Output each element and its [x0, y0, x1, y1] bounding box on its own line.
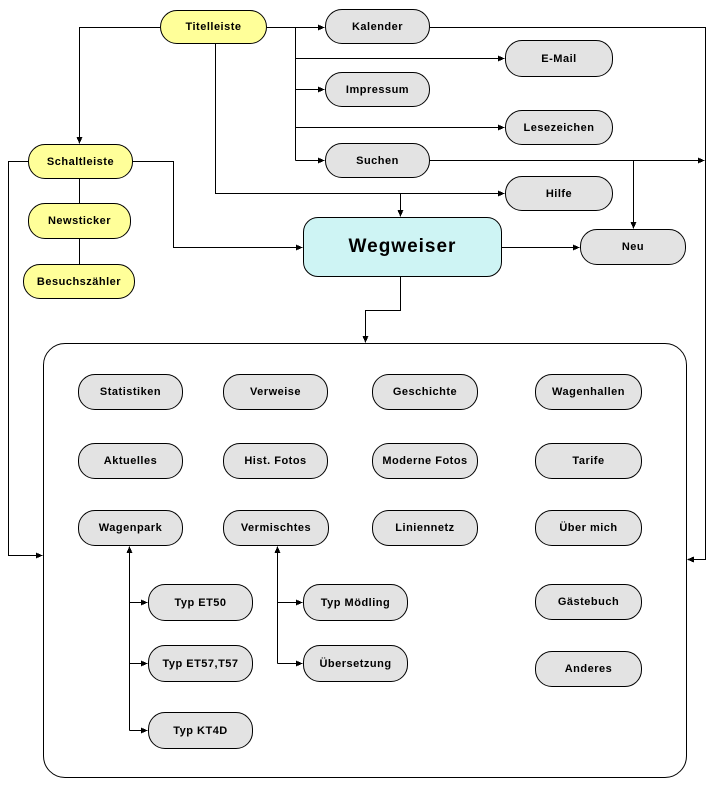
node-lesezeichen[interactable]: Lesezeichen	[505, 110, 613, 145]
node-vermischtes[interactable]: Vermischtes	[223, 510, 329, 546]
node-wagenpark[interactable]: Wagenpark	[78, 510, 183, 546]
node-typ-moedling[interactable]: Typ Mödling	[303, 584, 408, 621]
node-geschichte[interactable]: Geschichte	[372, 374, 478, 410]
node-hilfe[interactable]: Hilfe	[505, 176, 613, 211]
node-typ-et50[interactable]: Typ ET50	[148, 584, 253, 621]
node-newsticker[interactable]: Newsticker	[28, 203, 131, 239]
edge-schaltleiste-wegweiser	[133, 161, 303, 251]
node-typ-et57-t57[interactable]: Typ ET57,T57	[148, 645, 253, 682]
node-schaltleiste[interactable]: Schaltleiste	[28, 144, 133, 179]
node-anderes[interactable]: Anderes	[535, 651, 642, 687]
node-aktuelles[interactable]: Aktuelles	[78, 443, 183, 479]
node-uebersetzung[interactable]: Übersetzung	[303, 645, 408, 682]
node-moderne-fotos[interactable]: Moderne Fotos	[372, 443, 478, 479]
node-statistiken[interactable]: Statistiken	[78, 374, 183, 410]
node-liniennetz[interactable]: Liniennetz	[372, 510, 478, 546]
edge-titelleiste-schaltleiste	[76, 27, 160, 144]
node-email[interactable]: E-Mail	[505, 40, 613, 77]
node-impressum[interactable]: Impressum	[325, 72, 430, 107]
node-titelleiste[interactable]: Titelleiste	[160, 10, 267, 44]
node-suchen[interactable]: Suchen	[325, 143, 430, 178]
node-gaestebuch[interactable]: Gästebuch	[535, 584, 642, 620]
node-verweise[interactable]: Verweise	[223, 374, 328, 410]
node-ueber-mich[interactable]: Über mich	[535, 510, 642, 546]
node-tarife[interactable]: Tarife	[535, 443, 642, 479]
node-besuchszaehler[interactable]: Besuchszähler	[23, 264, 135, 299]
edge-wegweiser-container	[362, 277, 401, 343]
node-typ-kt4d[interactable]: Typ KT4D	[148, 712, 253, 749]
node-neu[interactable]: Neu	[580, 229, 686, 265]
node-wegweiser[interactable]: Wegweiser	[303, 217, 502, 277]
node-wagenhallen[interactable]: Wagenhallen	[535, 374, 642, 410]
node-kalender[interactable]: Kalender	[325, 9, 430, 44]
node-hist-fotos[interactable]: Hist. Fotos	[223, 443, 328, 479]
